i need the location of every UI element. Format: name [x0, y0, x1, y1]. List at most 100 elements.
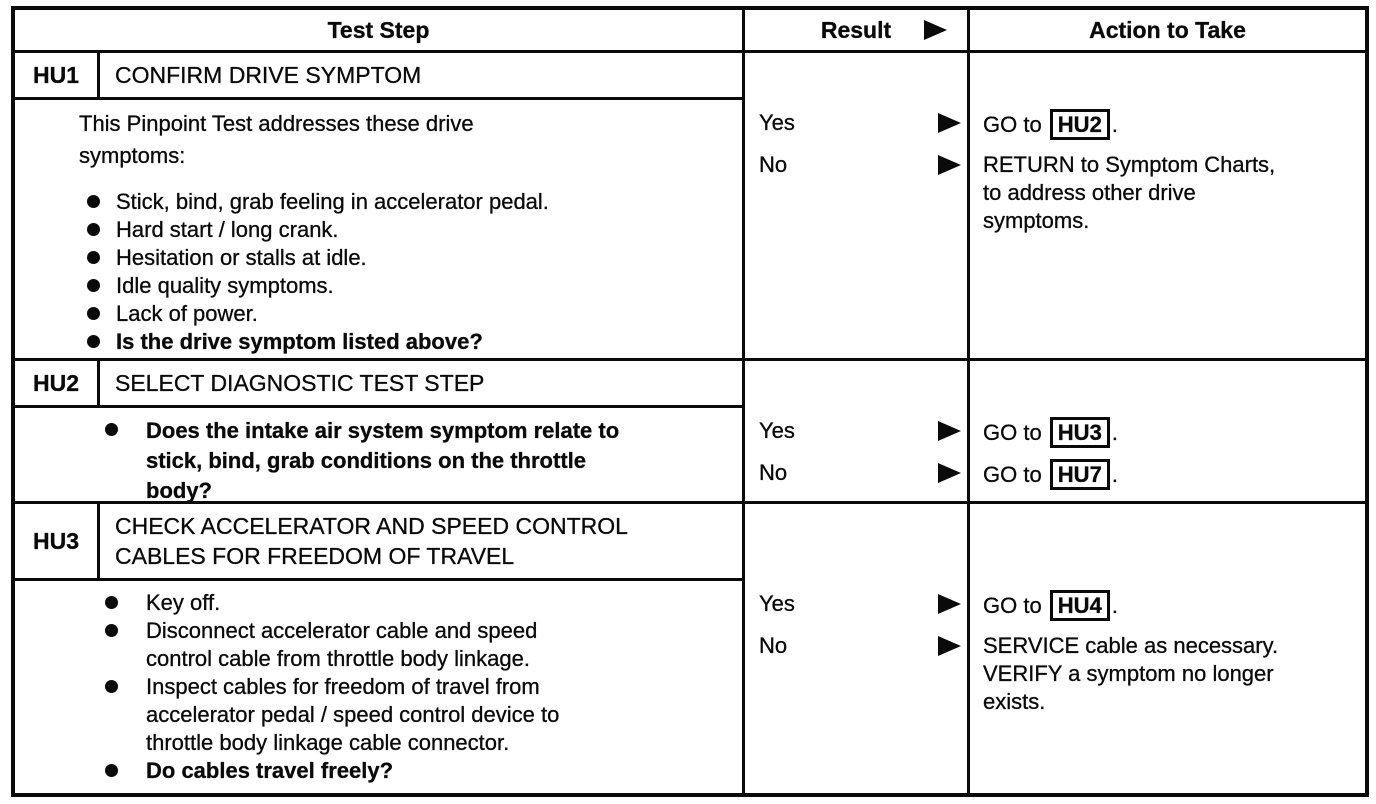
result-label: No: [759, 633, 788, 658]
action-block: GO to HU3.: [983, 417, 1355, 459]
action-column-spacer: [970, 504, 1365, 581]
header-result-label: Result: [820, 16, 892, 43]
step-title: SELECT DIAGNOSTIC TEST STEP: [115, 370, 485, 396]
step-reference: HU7: [1049, 459, 1110, 490]
result-arrow-icon: [938, 463, 961, 483]
result-row: Yes: [759, 417, 963, 459]
action-text: .: [1111, 462, 1118, 487]
step-code: HU3: [15, 504, 100, 578]
result-column-spacer: [742, 504, 970, 581]
result-arrow-icon: [938, 421, 961, 441]
result-row: No: [759, 459, 963, 501]
action-block: GO to HU4.: [983, 590, 1355, 632]
bullet-item: Disconnect accelerator cable and speed c…: [79, 617, 730, 673]
bullet-icon: [87, 335, 100, 348]
bullet-item: Key off.: [79, 589, 730, 617]
action-cell: GO to HU2.RETURN to Symptom Charts, to a…: [970, 100, 1365, 362]
step-intro: This Pinpoint Test addresses these drive…: [79, 111, 474, 168]
action-block: SERVICE cable as necessary. VERIFY a sym…: [983, 632, 1355, 716]
bullet-icon: [105, 596, 118, 609]
bullet-text: Inspect cables for freedom of travel fro…: [146, 674, 560, 755]
step-header-band: HU2 SELECT DIAGNOSTIC TEST STEP: [15, 361, 742, 408]
bullet-icon: [105, 423, 118, 436]
bullet-text: Hesitation or stalls at idle.: [116, 245, 367, 270]
step-code: HU2: [15, 361, 100, 405]
result-row: No: [759, 151, 963, 193]
action-text: GO to: [983, 420, 1048, 445]
step-title: CONFIRM DRIVE SYMPTOM: [115, 62, 422, 88]
bullet-text: Disconnect accelerator cable and speed c…: [146, 618, 538, 671]
action-text: .: [1111, 593, 1118, 618]
bullet-icon: [87, 251, 100, 264]
result-row: Yes: [759, 590, 963, 632]
result-arrow-icon: [938, 636, 961, 656]
step-body: Does the intake air system symptom relat…: [15, 408, 742, 512]
result-label: No: [759, 460, 788, 485]
bullet-icon: [87, 223, 100, 236]
action-text: .: [1111, 112, 1118, 137]
action-cell: GO to HU4.SERVICE cable as necessary. VE…: [970, 581, 1365, 793]
action-column-spacer: [970, 53, 1365, 100]
bullet-item: Hard start / long crank.: [79, 216, 730, 244]
step-code: HU1: [15, 53, 100, 97]
step-header-band: HU1 CONFIRM DRIVE SYMPTOM: [15, 53, 742, 100]
test-step-section-hu1: HU1 CONFIRM DRIVE SYMPTOM This Pinpoint Te…: [15, 53, 1365, 362]
result-row: Yes: [759, 109, 963, 151]
test-step-section-hu2: HU2 SELECT DIAGNOSTIC TEST STEP Does the i…: [15, 361, 1365, 512]
result-label: Yes: [759, 110, 795, 135]
header-test-step: Test Step: [327, 16, 430, 43]
bullet-item: Does the intake air system symptom relat…: [79, 416, 730, 506]
bullet-item: Is the drive symptom listed above?: [79, 328, 730, 356]
result-label: Yes: [759, 418, 795, 443]
bullet-text: Hard start / long crank.: [116, 217, 339, 242]
bullet-text: Lack of power.: [116, 301, 258, 326]
step-reference: HU4: [1049, 590, 1110, 621]
action-text: GO to: [983, 593, 1048, 618]
step-body: Key off. Disconnect accelerator cable and…: [15, 581, 742, 793]
action-block: GO to HU7.: [983, 459, 1355, 501]
bullet-icon: [105, 680, 118, 693]
bullet-icon: [87, 279, 100, 292]
bullet-item: Hesitation or stalls at idle.: [79, 244, 730, 272]
bullet-icon: [105, 764, 118, 777]
bullet-text: Is the drive symptom listed above?: [116, 329, 483, 354]
pinpoint-test-table: Test Step Result Action to Take HU1 CONFI…: [11, 6, 1369, 797]
action-text: GO to: [983, 112, 1048, 137]
bullet-item: Stick, bind, grab feeling in accelerator…: [79, 188, 730, 216]
bullet-icon: [105, 624, 118, 637]
action-cell: GO to HU3.GO to HU7.: [970, 408, 1365, 512]
bullet-icon: [87, 307, 100, 320]
header-result: Result: [742, 10, 970, 50]
result-column-spacer: [742, 53, 970, 100]
table-header-row: Test Step Result Action to Take: [15, 10, 1365, 53]
header-action-to-take: Action to Take: [1089, 16, 1246, 43]
bullet-item: Lack of power.: [79, 300, 730, 328]
bullet-text: Key off.: [146, 590, 221, 615]
test-step-section-hu3: HU3 CHECK ACCELERATOR AND SPEED CONTROL C…: [15, 504, 1365, 793]
action-text: .: [1111, 420, 1118, 445]
action-block: GO to HU2.: [983, 109, 1355, 151]
result-column-spacer: [742, 361, 970, 408]
step-title: CHECK ACCELERATOR AND SPEED CONTROL CABL…: [115, 513, 628, 569]
result-label: No: [759, 152, 788, 177]
bullet-item: Do cables travel freely?: [79, 757, 730, 785]
action-text: RETURN to Symptom Charts, to address oth…: [983, 152, 1276, 233]
bullet-text: Do cables travel freely?: [146, 758, 394, 783]
step-body: This Pinpoint Test addresses these drive…: [15, 100, 742, 362]
result-arrow-icon: [938, 155, 961, 175]
action-text: GO to: [983, 462, 1048, 487]
result-arrow-icon: [938, 113, 961, 133]
bullet-icon: [87, 195, 100, 208]
result-arrow-icon: [938, 594, 961, 614]
step-reference: HU3: [1049, 417, 1110, 448]
action-text: SERVICE cable as necessary. VERIFY a sym…: [983, 633, 1279, 714]
result-row: No: [759, 632, 963, 674]
bullet-text: Does the intake air system symptom relat…: [146, 418, 620, 503]
bullet-item: Inspect cables for freedom of travel fro…: [79, 673, 730, 757]
test-steps-container: HU1 CONFIRM DRIVE SYMPTOM This Pinpoint Te…: [15, 53, 1365, 793]
result-arrow-icon: [924, 20, 947, 40]
action-column-spacer: [970, 361, 1365, 408]
